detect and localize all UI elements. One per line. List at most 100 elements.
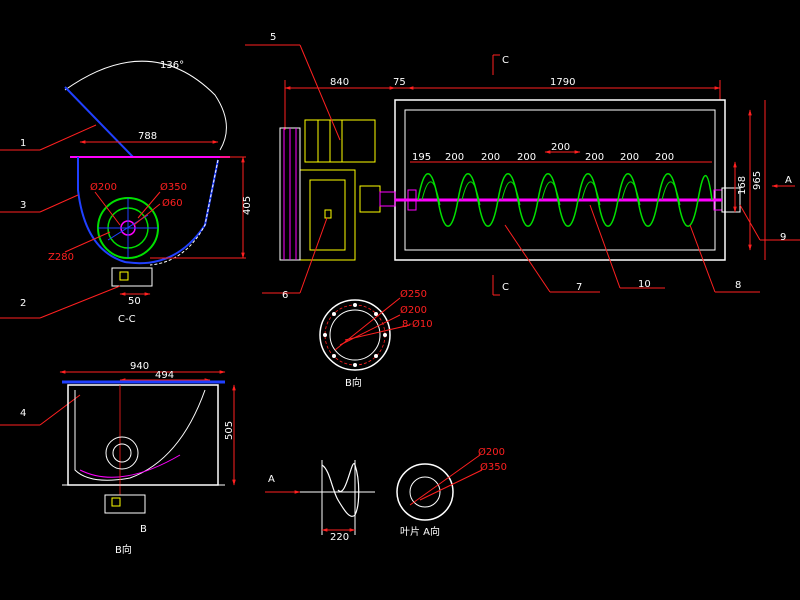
bolt-hole [374,312,378,316]
pitch-first: 195 [412,152,431,163]
callout-4-leader [39,394,81,426]
blade-view-label: 叶片 A向 [400,525,440,538]
view-b-flange: Ø250 Ø200 8-Ø10 B向 [319,288,433,389]
section-cc-view: 136° 788 405 Ø200 Ø350 Ø60 Z280 [48,60,253,325]
callout-2-leader [39,285,121,319]
dim-75-label: 75 [393,77,406,88]
cc-view-label: C-C [118,314,136,325]
outlet-valve [119,271,129,281]
side-flange-inner [112,443,132,463]
callout-4: 4 [20,408,26,419]
callout-10-leader [589,204,621,289]
pitch-4: 200 [585,152,604,163]
trough-box-inner [404,109,716,251]
flange-inner [329,309,381,361]
callout-7: 7 [576,282,582,293]
side-outlet-valve [111,497,121,507]
callout-1: 1 [20,138,26,149]
section-c-bottom: C [502,282,509,293]
blade-ring-inner [409,476,441,508]
b-d250: Ø250 [400,288,427,300]
r280-leader [64,231,111,253]
callout-5-leader [299,44,341,141]
pitch-2: 200 [481,152,500,163]
flange-leader-3 [344,324,411,341]
callout-5: 5 [270,32,276,43]
bolt-hole [332,354,336,358]
side-outlet [104,494,146,514]
b-view-label: B向 [345,376,362,389]
lid-line [64,86,134,158]
callouts-main: 5 6 7 10 8 9 [245,32,800,301]
blade-pitch-label: 220 [330,532,349,543]
callout-6-leader [299,217,328,294]
dim-965-label: 965 [752,171,763,190]
dim-840-label: 840 [330,77,349,88]
pitch-top: 200 [551,142,570,153]
side-trough-curve [74,389,206,481]
screw-flight [417,173,713,227]
b-d200: Ø200 [400,304,427,316]
blade-a-label: A [268,474,275,485]
callout-10: 10 [638,279,651,290]
callout-1-leader [39,124,97,151]
angle-label: 136° [160,60,184,71]
blade-profile [321,462,360,517]
trough-box-outer [394,99,726,261]
gearbox [299,169,356,261]
callout-8: 8 [735,280,741,291]
blade-ring-outer [396,463,454,521]
bolt-hole [374,354,378,358]
callout-8-leader [689,224,716,293]
pitch-6: 200 [655,152,674,163]
d350-leader [137,191,161,219]
pitch-1: 200 [445,152,464,163]
bolt-hole [323,333,327,337]
height-label: 405 [242,196,253,215]
b-holes: 8-Ø10 [402,318,433,330]
blade-ring-leader [409,454,481,506]
flange-outer [319,299,391,371]
side-494-label: 494 [155,370,174,381]
gearbox-key [324,209,332,219]
coupling [359,185,381,213]
callout-9: 9 [780,232,786,243]
d350-label: Ø350 [160,181,187,193]
trough-inner [149,159,219,266]
callout-6: 6 [282,290,288,301]
bolt-hole [383,333,387,337]
callout-9-leader [739,204,761,241]
callout-3: 3 [20,200,26,211]
side-view: 940 494 505 B B向 [59,361,236,556]
section-c-top: C [502,55,509,66]
coupling-shaft [379,191,396,207]
screw-flight-back [421,181,681,206]
dim-1790-label: 1790 [550,77,575,88]
motor [304,119,376,163]
r280-label: Z280 [48,252,74,263]
side-trough-line [79,454,181,478]
base-label: 50 [128,296,141,307]
callouts-left: 1 3 2 4 [0,124,121,426]
pitch-5: 200 [620,152,639,163]
bolt-hole [353,363,357,367]
callout-2: 2 [20,298,26,309]
side-base-dim: B [140,524,147,535]
callout-7-leader [504,224,551,293]
bolt-hole [332,312,336,316]
side-height-label: 505 [224,421,235,440]
trough-outline [77,157,219,265]
main-view: 840 75 1790 C C [279,54,795,296]
blade-d350: Ø350 [480,461,507,473]
side-box [67,384,219,486]
side-view-label: B向 [115,543,132,556]
flange-leader [334,297,401,351]
d60-label: Ø60 [162,197,183,209]
rotation-arc [64,60,227,151]
d60-leader [133,203,161,226]
blade-ring-leader-2 [419,469,483,501]
d200-leader [94,191,121,226]
flange-leader-2 [339,314,401,346]
blade-detail: A 220 Ø200 Ø350 叶片 A向 [265,446,507,543]
